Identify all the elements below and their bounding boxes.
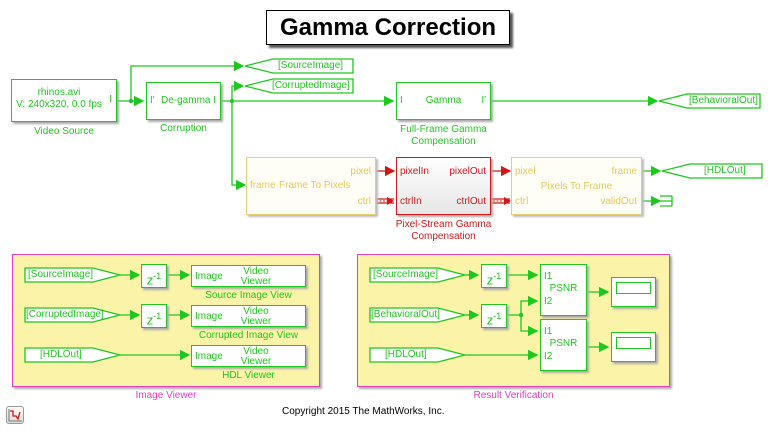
goto-behavioral-out[interactable]: [BehavioralOut] — [689, 95, 758, 106]
video-source-file: rhinos.avi — [37, 87, 81, 98]
rv-from-behavioral-out[interactable]: [BehavioralOut] — [371, 309, 440, 320]
delay-exp: -1 — [153, 271, 162, 281]
viewer-image-port: Image — [195, 311, 223, 322]
delay-exp: -1 — [493, 311, 502, 321]
pixels-to-frame-block[interactable]: pixel ctrl Pixels To Frame frame validOu… — [511, 157, 642, 215]
ps-ctrlout-port: ctrlOut — [456, 196, 486, 207]
psnr-name: PSNR — [549, 338, 578, 349]
psnr-in1-port: I1 — [544, 326, 553, 337]
ftp-frame-port: frame — [250, 180, 276, 191]
ftp-ctrl-port: ctrl — [357, 196, 371, 207]
model-title: Gamma Correction — [266, 10, 510, 45]
from-source-image[interactable]: [SourceImage] — [28, 269, 94, 280]
signal-viewer-button[interactable] — [6, 406, 24, 424]
hdl-viewer-label: HDL Viewer — [222, 370, 275, 381]
result-verification-label: Result Verification — [473, 390, 554, 401]
ftp-pixel-port: pixel — [350, 166, 371, 177]
viewer-title-1: Video — [243, 266, 269, 277]
ptf-ctrl-port: ctrl — [515, 196, 529, 207]
gamma-name: Gamma — [425, 95, 462, 106]
video-source-block[interactable]: rhinos.avi V: 240x320, 0.0 fps I — [11, 79, 117, 122]
display-value-box — [616, 337, 651, 349]
goto-source-image[interactable]: [SourceImage] — [278, 60, 344, 71]
corruption-out-port: I — [213, 95, 216, 106]
goto-hdl-out[interactable]: [HDLOut] — [704, 165, 746, 176]
ps-ctrlin-port: ctrlIn — [400, 196, 422, 207]
psnr-display-1[interactable] — [611, 277, 656, 307]
psnr-in2-port: I2 — [544, 351, 553, 362]
viewer-title-2: Viewer — [240, 276, 272, 287]
psnr-in1-port: I1 — [544, 271, 553, 282]
unit-delay-2[interactable]: z-1 — [141, 304, 167, 328]
psnr-in2-port: I2 — [544, 296, 553, 307]
video-source-format: V: 240x320, 0.0 fps — [16, 99, 102, 110]
rv-unit-delay-2[interactable]: z-1 — [481, 304, 507, 328]
video-source-label: Video Source — [34, 126, 94, 137]
pixel-stream-label-2: Compensation — [411, 231, 476, 242]
ftp-name: Frame To Pixels — [279, 180, 351, 191]
viewer-title-1: Video — [243, 306, 269, 317]
copyright-text: Copyright 2015 The MathWorks, Inc. — [282, 406, 445, 417]
corruption-in-port: I' — [150, 95, 155, 106]
frame-to-pixels-block[interactable]: frame Frame To Pixels pixel ctrl — [246, 157, 376, 215]
corruption-label: Corruption — [160, 123, 207, 134]
pixel-stream-label-1: Pixel-Stream Gamma — [395, 219, 492, 230]
ptf-pixel-port: pixel — [515, 166, 536, 177]
psnr-name: PSNR — [549, 283, 578, 294]
delay-z: z — [146, 272, 154, 288]
full-frame-gamma-block[interactable]: I Gamma I' — [396, 82, 491, 120]
delay-z: z — [146, 312, 154, 328]
viewer-image-port: Image — [195, 271, 223, 282]
gamma-out-port: I' — [481, 95, 486, 106]
full-frame-gamma-label-1: Full-Frame Gamma — [400, 124, 487, 135]
delay-z: z — [486, 312, 494, 328]
viewer-title-2: Viewer — [240, 356, 272, 367]
video-source-out-port: I — [109, 94, 112, 105]
pixel-stream-gamma-block[interactable]: pixelIn ctrlIn pixelOut ctrlOut — [396, 157, 491, 215]
image-viewer-label: Image Viewer — [135, 390, 197, 401]
display-value-box — [616, 282, 651, 294]
from-corrupted-image[interactable]: [CorruptedImage] — [26, 309, 104, 320]
video-viewer-hdl[interactable]: Image Video Viewer — [191, 345, 306, 367]
viewer-image-port: Image — [195, 351, 223, 362]
rv-unit-delay-1[interactable]: z-1 — [481, 264, 507, 288]
psnr-block-1[interactable]: I1 PSNR I2 — [540, 264, 587, 316]
viewer-title-1: Video — [243, 346, 269, 357]
ptf-name: Pixels To Frame — [540, 181, 613, 192]
ptf-frame-port: frame — [611, 166, 637, 177]
signal-trace-icon — [8, 409, 22, 422]
ps-pixelin-port: pixelIn — [400, 166, 429, 177]
gamma-in-port: I — [400, 95, 403, 106]
corruption-name: De-gamma — [161, 95, 211, 106]
psnr-block-2[interactable]: I1 PSNR I2 — [540, 319, 587, 371]
full-frame-gamma-label-2: Compensation — [411, 136, 476, 147]
from-hdl-out[interactable]: [HDLOut] — [40, 349, 82, 360]
ps-pixelout-port: pixelOut — [449, 166, 486, 177]
psnr-display-2[interactable] — [611, 332, 656, 362]
viewer-title-2: Viewer — [240, 316, 272, 327]
delay-z: z — [486, 272, 494, 288]
goto-corrupted-image[interactable]: [CorruptedImage] — [272, 80, 350, 91]
video-viewer-corrupted[interactable]: Image Video Viewer — [191, 305, 306, 327]
rv-from-source-image[interactable]: [SourceImage] — [373, 269, 439, 280]
unit-delay-1[interactable]: z-1 — [141, 264, 167, 288]
corruption-block[interactable]: I' De-gamma I — [146, 82, 221, 120]
video-viewer-source[interactable]: Image Video Viewer — [191, 265, 306, 287]
corrupted-image-view-label: Corrupted Image View — [198, 330, 299, 341]
delay-exp: -1 — [493, 271, 502, 281]
source-image-view-label: Source Image View — [205, 290, 292, 301]
rv-from-hdl-out[interactable]: [HDLOut] — [385, 349, 427, 360]
delay-exp: -1 — [153, 311, 162, 321]
ptf-validout-port: validOut — [600, 196, 637, 207]
